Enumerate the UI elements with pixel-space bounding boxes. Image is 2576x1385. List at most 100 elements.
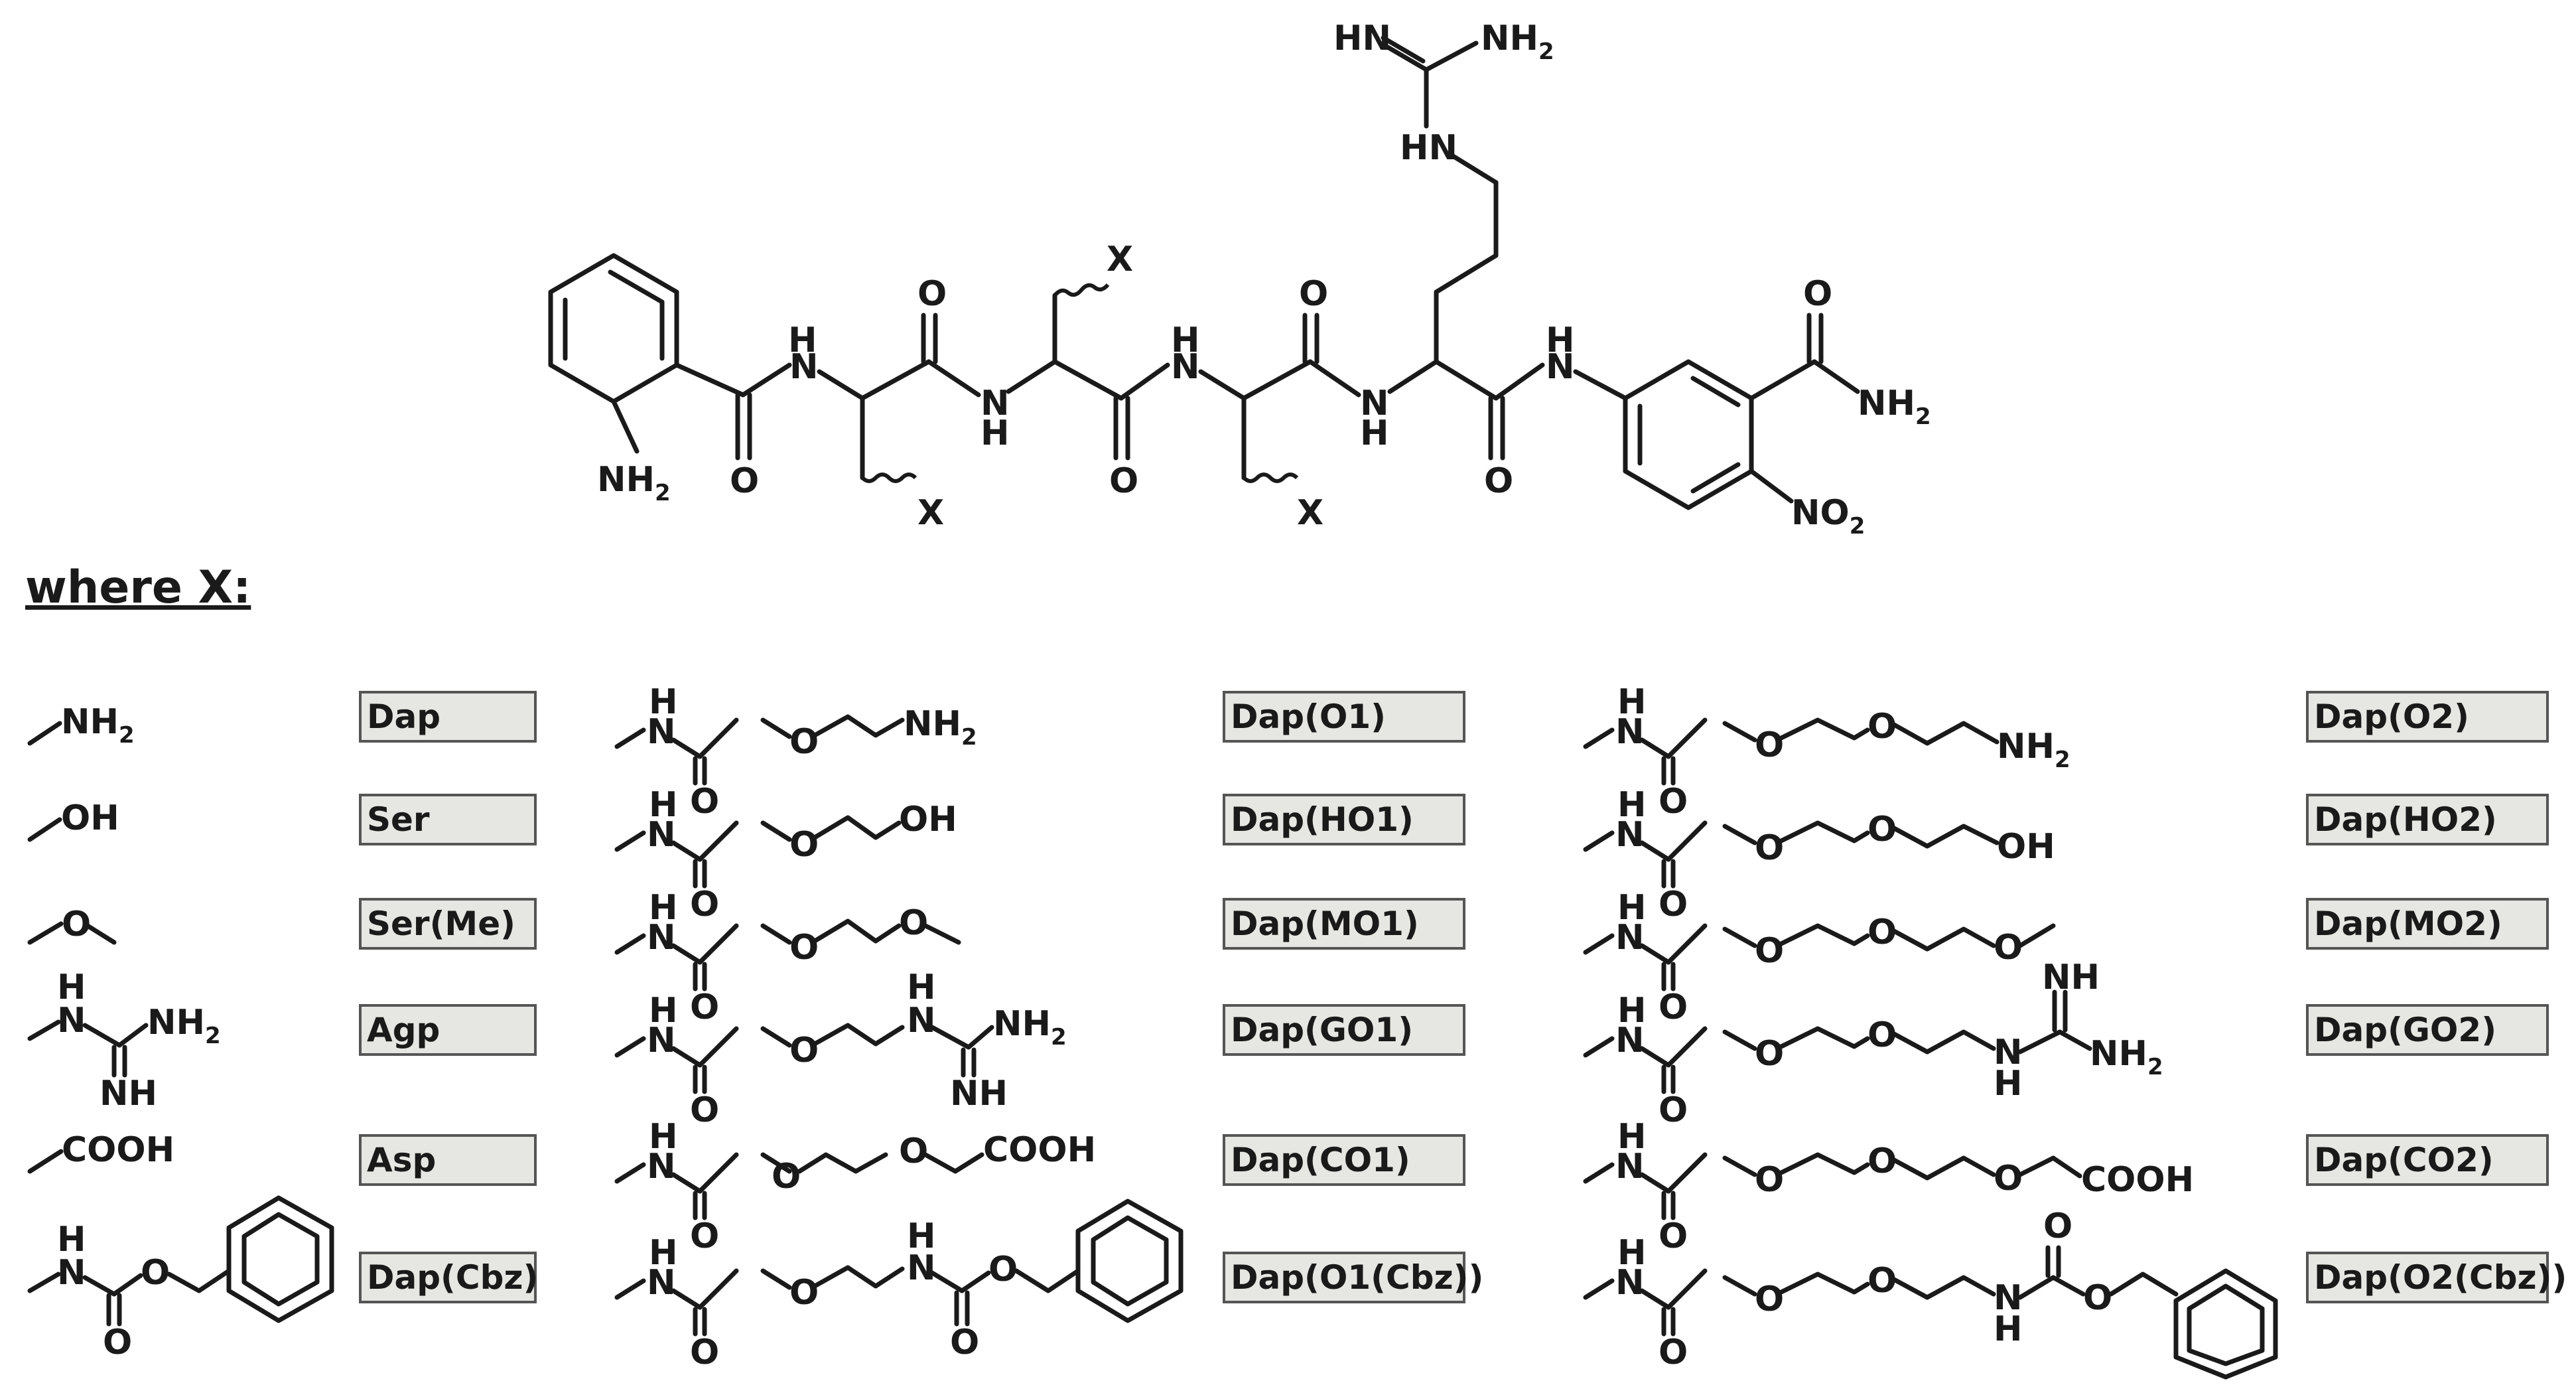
group-text: H	[1617, 682, 1647, 722]
group-text: N	[57, 1001, 86, 1041]
bond	[1891, 1029, 1996, 1055]
group-text: OH	[899, 800, 957, 839]
bond	[614, 1162, 646, 1184]
derivative-label: Dap(MO2)	[2314, 905, 2502, 943]
group-text: NH2	[2090, 1034, 2163, 1080]
group-text: N	[1615, 712, 1645, 752]
group-text: N	[647, 1021, 676, 1060]
group-text: N	[647, 918, 676, 958]
group-text: O	[789, 1273, 819, 1313]
derivative-label-box	[1223, 1134, 1465, 1186]
derivative-label: Dap(HO1)	[1231, 800, 1414, 839]
atom-x2: X	[1107, 240, 1133, 279]
group-text: O	[690, 1333, 719, 1372]
atom-h5: H	[1546, 321, 1575, 360]
bond	[1666, 1268, 1708, 1310]
derivative-label: Dap(HO2)	[2314, 800, 2497, 839]
wavy-bond	[860, 473, 917, 483]
atom-n3: N	[1171, 347, 1200, 387]
group-text: O	[690, 1090, 719, 1130]
atom-n2: N	[981, 384, 1010, 423]
bond	[1891, 926, 1996, 952]
group-text: O	[789, 722, 819, 762]
benzyl-ring	[1075, 1199, 1184, 1323]
bond	[2051, 1155, 2082, 1179]
group-text: N	[647, 815, 676, 855]
derivative-label: Dap(O1)	[1231, 697, 1386, 736]
group-text: O	[690, 885, 719, 924]
group-text: H	[649, 991, 678, 1031]
derivative-label-box	[1223, 691, 1465, 743]
bond	[2051, 1275, 2086, 1297]
bond	[1308, 359, 1361, 398]
group-text: H	[1617, 991, 1647, 1031]
benzyl-ring-inner	[1091, 1215, 1169, 1307]
group-text: NH2	[904, 704, 977, 751]
bond	[1666, 717, 1708, 759]
bond	[1583, 727, 1615, 749]
bond	[1779, 717, 1870, 741]
group-text: H	[57, 968, 86, 1007]
group-text: O	[1867, 912, 1897, 952]
group-text: N	[57, 1253, 86, 1293]
group-text: O	[789, 928, 819, 968]
atom-terminal-nh2: NH2	[1858, 384, 1931, 430]
bond	[82, 1275, 117, 1297]
bond	[1639, 943, 1671, 965]
derivative-label-box	[2306, 898, 2549, 950]
bond	[1241, 359, 1313, 401]
group-text: H	[649, 1233, 678, 1273]
group-text: N	[647, 1263, 676, 1303]
atom-n5: N	[1546, 347, 1575, 387]
bond	[614, 830, 646, 852]
atom-o1: O	[730, 461, 759, 501]
bond	[27, 1272, 61, 1293]
atom-hn-guan: HN	[1400, 128, 1457, 168]
atom-o3: O	[1109, 461, 1138, 501]
atom-hn-imine: HN	[1333, 19, 1391, 58]
bond	[1722, 1275, 1757, 1297]
bond	[671, 1046, 703, 1068]
bond	[1639, 840, 1671, 862]
group-text: O	[1867, 810, 1897, 849]
bond	[760, 923, 792, 945]
atom-no2: NO2	[1791, 493, 1865, 540]
group-text: O	[690, 987, 719, 1027]
col1-groups: NH2 OH O H N NH2 NH COOH H N O O	[27, 702, 334, 1362]
group-text: N	[907, 1248, 936, 1288]
atom-n1: N	[789, 347, 819, 387]
bond	[2017, 923, 2056, 948]
group-text: N	[647, 1147, 676, 1187]
bond	[1891, 824, 2000, 849]
bond	[1639, 1288, 1671, 1310]
bond	[760, 1026, 792, 1048]
bond	[1198, 369, 1247, 401]
bond	[1779, 1272, 1870, 1295]
group-text: NH2	[1997, 727, 2070, 773]
group-text: H	[907, 968, 936, 1007]
group-text: O	[1867, 1015, 1897, 1055]
bond	[1434, 359, 1499, 401]
bond	[85, 923, 117, 945]
atom-h4: H	[1360, 413, 1389, 453]
bond	[697, 717, 739, 759]
group-text: NH	[100, 1074, 157, 1114]
group-text: O	[690, 782, 719, 822]
group-text: N	[1994, 1033, 2023, 1072]
group-text: O	[1867, 1261, 1897, 1301]
bond	[1722, 1029, 1757, 1051]
bond	[929, 1025, 971, 1050]
group-text: COOH	[2081, 1160, 2194, 1200]
atom-h1: H	[788, 321, 817, 360]
group-text: O	[1755, 1160, 1784, 1200]
group-text: O	[1755, 828, 1784, 868]
group-text: O	[1755, 1279, 1784, 1319]
bond	[671, 1172, 703, 1194]
derivative-label-box	[359, 794, 537, 845]
bond	[1119, 362, 1170, 401]
benzyl-ring	[2173, 1268, 2278, 1380]
bond	[614, 1036, 646, 1058]
bond	[1666, 820, 1708, 862]
